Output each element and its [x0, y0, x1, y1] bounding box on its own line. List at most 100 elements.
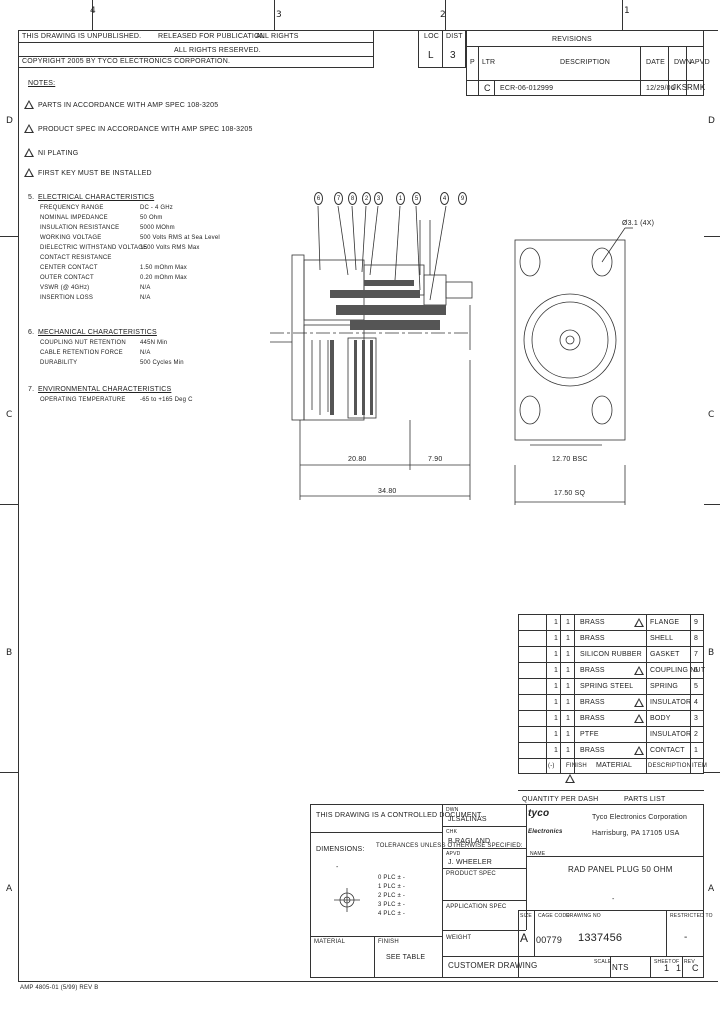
item-balloon: 8	[348, 192, 357, 205]
company-address: Harrisburg, PA 17105 USA	[592, 830, 680, 837]
bom-item: 7	[694, 651, 699, 658]
spec-label: DURABILITY	[40, 360, 78, 366]
item-balloon: 1	[396, 192, 405, 205]
bom-material: BRASS	[580, 635, 605, 642]
cage-value: 00779	[536, 935, 563, 945]
rev-desc: ECR-06-012999	[500, 85, 554, 92]
bom-row-line	[518, 646, 704, 647]
dwg-label: DRAWING NO	[566, 913, 601, 919]
bom-row-line	[518, 726, 704, 727]
bom-finish: 1	[566, 699, 571, 706]
bom-material: BRASS	[580, 715, 605, 722]
weight-label: WEIGHT	[446, 935, 472, 941]
note-flag-2	[24, 124, 34, 133]
bom-description: SPRING	[650, 683, 679, 690]
bom-qty: 1	[554, 683, 559, 690]
bom-flag	[634, 714, 644, 723]
chk-name: B.RAGLAND	[448, 838, 491, 845]
bom-material: BRASS	[580, 667, 605, 674]
note-5-title: ELECTRICAL CHARACTERISTICS	[38, 194, 155, 201]
note-5-number: 5.	[28, 194, 35, 201]
controlled-document: THIS DRAWING IS A CONTROLLED DOCUMENT.	[316, 812, 483, 819]
bom-flag	[634, 618, 644, 627]
notice-rights: ALL RIGHTS	[256, 33, 299, 40]
zone-2: 2	[440, 10, 446, 20]
bom-footer-qty: QUANTITY PER DASH	[522, 796, 599, 803]
spec-value: 0.20 mOhm Max	[140, 275, 187, 281]
product-spec: PRODUCT SPEC	[446, 871, 496, 877]
bom-item: 4	[694, 699, 699, 706]
bom-description: CONTACT	[650, 747, 685, 754]
rev-header-p: P	[470, 59, 475, 66]
spec-label: VSWR (@ 4GHz)	[40, 285, 90, 291]
flange-hole-note: Ø3.1 (4X)	[622, 220, 655, 227]
bom-qty: 1	[554, 699, 559, 706]
note-6-number: 6.	[28, 329, 35, 336]
bom-finish: 1	[566, 747, 571, 754]
item-balloon: 3	[374, 192, 383, 205]
projection-symbol	[334, 888, 360, 912]
application-spec: APPLICATION SPEC	[446, 904, 507, 910]
dim-7-90: 7.90	[428, 456, 443, 463]
zone-4: 4	[90, 6, 96, 16]
bom-description: SHELL	[650, 635, 674, 642]
notice-unpublished: THIS DRAWING IS UNPUBLISHED.	[22, 33, 142, 40]
rights-reserved: ALL RIGHTS RESERVED.	[174, 47, 261, 54]
loc-value: L	[428, 50, 434, 61]
size-label: SIZE	[520, 913, 532, 919]
flange-front-view	[514, 227, 633, 505]
zone-c-left: C	[6, 410, 13, 420]
bom-qty: 1	[554, 715, 559, 722]
tyco-logo: tyco Electronics	[528, 808, 562, 844]
spec-value: -65 to +165 Deg C	[140, 397, 193, 403]
spec-value: DC - 4 GHz	[140, 205, 174, 211]
bom-row-line	[518, 758, 704, 759]
spec-value: N/A	[140, 285, 151, 291]
title-block	[310, 804, 704, 978]
zone-1: 1	[624, 6, 630, 16]
zone-a-right: A	[708, 884, 715, 894]
spec-value: 1500 Volts RMS Max	[140, 245, 200, 251]
apvd-label: APVD	[446, 851, 461, 857]
tolerance-row: 4 PLC ± -	[378, 911, 406, 917]
notice-released: RELEASED FOR PUBLICATION	[158, 33, 265, 40]
bom-item: 9	[694, 619, 699, 626]
bom-header-material: MATERIAL	[596, 762, 633, 769]
bom-item: 2	[694, 731, 699, 738]
bom-item: 8	[694, 635, 699, 642]
note-flag-1	[24, 100, 34, 109]
spec-value: 5000 MOhm	[140, 225, 175, 231]
bom-header-flag	[565, 774, 575, 783]
size-value: A	[520, 931, 529, 945]
notes-title: NOTES:	[28, 80, 56, 87]
dist-label: DIST	[446, 33, 463, 40]
rev-date: 12/29/06	[646, 85, 675, 92]
form-reference: AMP 4805-01 (5/99) REV B	[20, 985, 99, 991]
scale-label: SCALE	[594, 959, 612, 965]
note-4: FIRST KEY MUST BE INSTALLED	[38, 170, 152, 177]
electronics-logo-text: Electronics	[528, 829, 563, 835]
bom-item: 5	[694, 683, 699, 690]
cage-label: CAGE CODE	[538, 913, 570, 919]
spec-value: 50 Ohm	[140, 215, 163, 221]
bom-item: 3	[694, 715, 699, 722]
dim-12-70-bsc: 12.70 BSC	[552, 456, 588, 463]
rev-label: REV	[684, 959, 695, 965]
dim-20-80: 20.80	[348, 456, 367, 463]
item-balloon: 6	[314, 192, 323, 205]
rev-value: C	[692, 963, 699, 973]
bom-finish: 1	[566, 619, 571, 626]
total-sheets: 1	[676, 963, 682, 973]
spec-value: N/A	[140, 295, 151, 301]
bom-description: FLANGE	[650, 619, 680, 626]
bom-qty: 1	[554, 731, 559, 738]
bom-finish: 1	[566, 635, 571, 642]
spec-value: 445N Min	[140, 340, 168, 346]
bom-finish: 1	[566, 683, 571, 690]
rev-header-dwn: DWN	[674, 59, 692, 66]
revisions-block	[466, 30, 704, 96]
dim-17-50-sq: 17.50 SQ	[554, 490, 586, 497]
dwn-name: JLSALINAS	[448, 816, 487, 823]
scale-value: NTS	[612, 963, 629, 972]
bom-header-dash: (-)	[548, 763, 555, 769]
